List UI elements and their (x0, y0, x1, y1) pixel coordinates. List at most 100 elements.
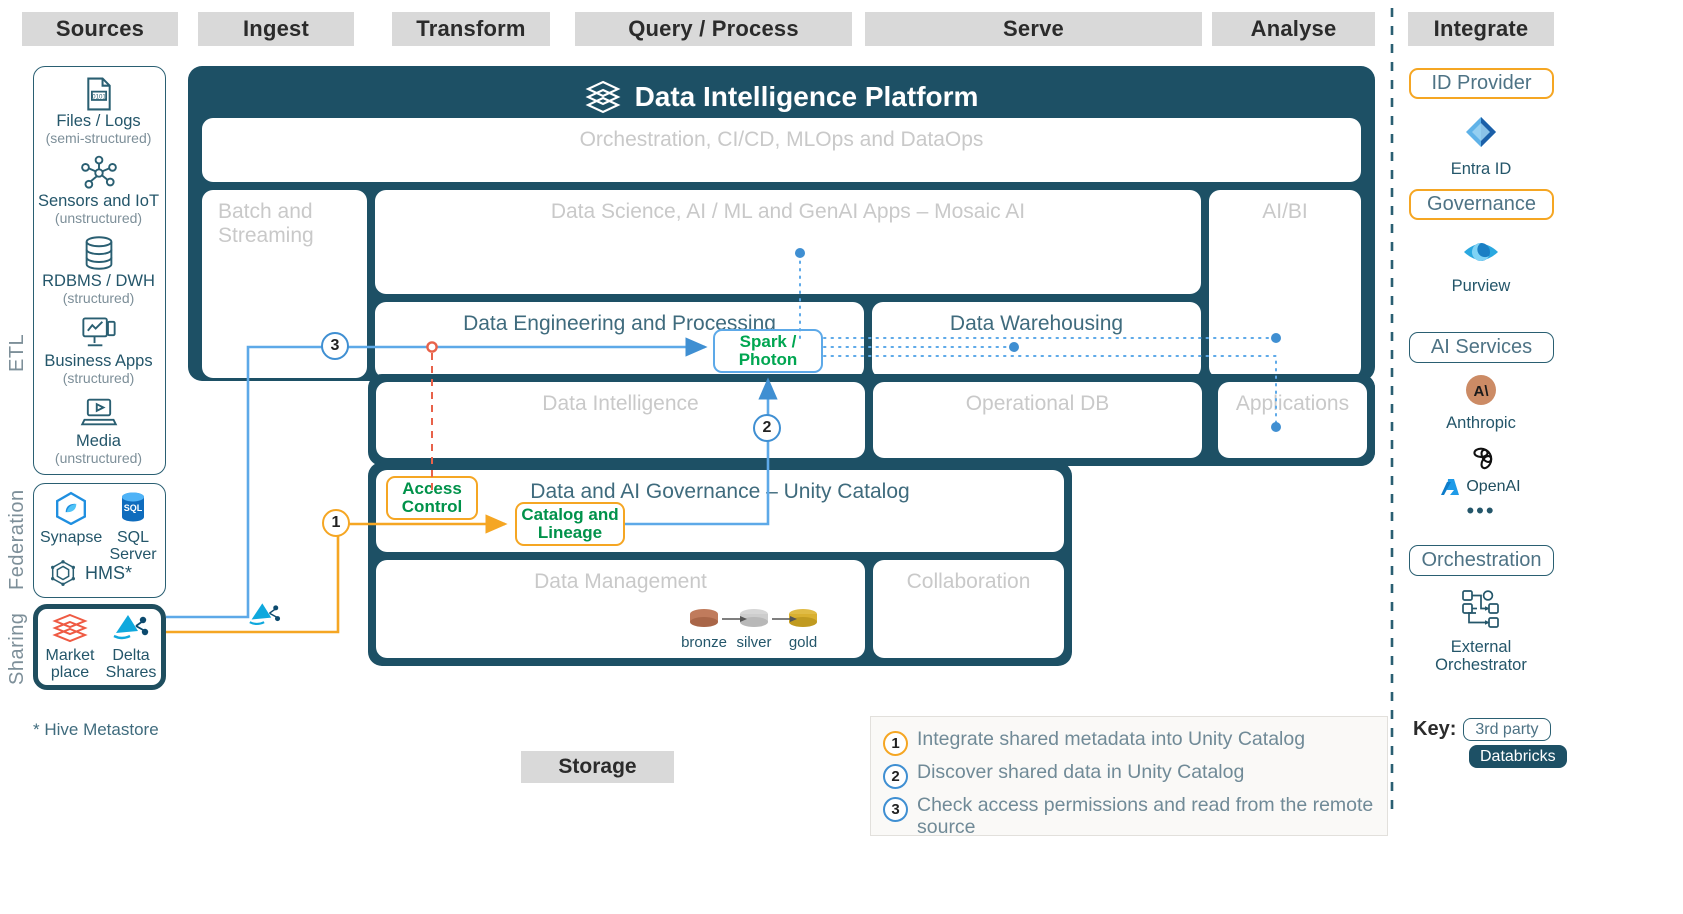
rail-label-federation: Federation (6, 489, 28, 591)
source-title: Files / Logs (56, 112, 141, 130)
source-item-sensors-and-iot[interactable]: Sensors and IoT(unstructured) (34, 155, 163, 226)
delta-sharing-connector-icon (249, 603, 281, 626)
external-orchestrator-icon (1462, 590, 1499, 628)
source-subtitle: (structured) (62, 290, 135, 307)
legend-text: Integrate shared metadata into Unity Cat… (917, 728, 1306, 750)
data-warehousing-box: Data Warehousing (872, 302, 1201, 378)
integrate-item-entra-id[interactable]: Entra ID (1396, 112, 1566, 178)
source-item-hms[interactable]: HMS* (48, 558, 158, 588)
column-header-sources: Sources (22, 12, 178, 46)
storage-label: Storage (521, 751, 674, 783)
integrate-item-label: Anthropic (1446, 414, 1516, 432)
source-item-delta-shares[interactable]: Delta Shares (100, 613, 162, 682)
data-intelligence-label: Data Intelligence (542, 392, 699, 415)
integrate-item-more[interactable]: ••• (1396, 498, 1566, 524)
integrate-pill-orchestration[interactable]: Orchestration (1409, 545, 1554, 576)
medallion-label: silver (736, 634, 772, 651)
source-label: SQL Server (109, 529, 157, 563)
data-intelligence-box: Data Intelligence (376, 382, 865, 458)
rail-label-etl: ETL (6, 333, 28, 373)
operational-db-label: Operational DB (965, 392, 1110, 415)
source-label: Delta Shares (105, 647, 157, 681)
medallion-label: gold (788, 634, 818, 651)
integrate-pill-governance[interactable]: Governance (1409, 189, 1554, 220)
source-subtitle: (structured) (62, 370, 135, 387)
source-item-business-apps[interactable]: Business Apps(structured) (34, 315, 163, 386)
source-title: RDBMS / DWH (42, 272, 155, 290)
spark-photon-chip[interactable]: Spark / Photon (713, 329, 823, 373)
data-warehousing-label: Data Warehousing (949, 312, 1124, 335)
orchestration-box: Orchestration, CI/CD, MLOps and DataOps (202, 118, 1361, 182)
database-icon (34, 235, 163, 273)
media-icon (34, 395, 163, 433)
source-item-rdbms-dwh[interactable]: RDBMS / DWH(structured) (34, 235, 163, 306)
catalog-lineage-chip[interactable]: Catalog and Lineage (515, 502, 625, 546)
delta-shares-icon (113, 615, 149, 640)
data-intelligence-platform: Data Intelligence Platform Orchestration… (188, 66, 1375, 381)
medallion-arrows (722, 616, 797, 622)
integrate-pill-ai-services[interactable]: AI Services (1409, 332, 1554, 363)
svg-text:A\: A\ (1474, 383, 1490, 400)
integrate-item-label: External Orchestrator (1435, 638, 1527, 675)
sql-server-icon: SQL (122, 492, 144, 522)
platform-title-text: Data Intelligence Platform (634, 81, 979, 112)
integrate-item-anthropic[interactable]: A\ Anthropic (1396, 374, 1566, 432)
file-logs-icon: 0101 (34, 75, 163, 113)
hms-icon (51, 560, 75, 586)
svg-text:0101: 0101 (92, 93, 106, 100)
step-badge-1: 1 (322, 509, 350, 537)
legend-item-1: 1 Integrate shared metadata into Unity Ca… (871, 728, 1387, 756)
sources-sharing-box: Market place Delta Shares (33, 604, 166, 690)
anthropic-icon: A\ (1466, 375, 1496, 405)
integrate-item-openai[interactable]: OpenAI (1396, 444, 1566, 497)
column-header-serve: Serve (865, 12, 1202, 46)
medallion-gold: gold (780, 608, 826, 651)
integrate-item-label: OpenAI (1466, 478, 1521, 495)
key-third-party: 3rd party (1463, 718, 1551, 741)
azure-icon (1441, 479, 1460, 495)
access-control-chip[interactable]: Access Control (386, 476, 478, 520)
integrate-item-external-orchestrator[interactable]: External Orchestrator (1396, 588, 1566, 675)
step-badge-2: 2 (753, 414, 781, 442)
applications-box: Applications (1218, 382, 1367, 458)
openai-icon (1473, 447, 1493, 470)
medallion-label: bronze (681, 634, 727, 651)
data-science-ai-ml-box: Data Science, AI / ML and GenAI Apps – M… (375, 190, 1201, 294)
databricks-logo-icon (585, 80, 621, 114)
collaboration-box: Collaboration (873, 560, 1064, 658)
source-title: Media (76, 432, 121, 450)
source-item-media[interactable]: Media(unstructured) (34, 395, 163, 466)
marketplace-icon (52, 613, 88, 643)
source-item-marketplace[interactable]: Market place (40, 613, 100, 682)
source-item-sql-server[interactable]: SQL SQL Server (102, 491, 164, 564)
medallion-silver: silver (730, 608, 778, 651)
column-header-ingest: Ingest (198, 12, 354, 46)
column-header-integrate: Integrate (1408, 12, 1554, 46)
source-title: Sensors and IoT (37, 192, 160, 210)
ai-bi-label: AI/BI (1262, 200, 1308, 223)
operational-db-box: Operational DB (873, 382, 1202, 458)
collaboration-label: Collaboration (906, 570, 1031, 593)
integrate-item-purview[interactable]: Purview (1396, 235, 1566, 295)
step-badge-3: 3 (321, 332, 349, 360)
source-subtitle: (unstructured) (54, 210, 143, 227)
legend-text: Discover shared data in Unity Catalog (917, 761, 1245, 783)
batch-and-streaming-label: Batch and Streaming (218, 200, 314, 247)
orchestration-label: Orchestration, CI/CD, MLOps and DataOps (579, 128, 984, 151)
integrate-divider (1390, 8, 1394, 816)
data-engineering-label: Data Engineering and Processing (463, 312, 776, 335)
footnote: * Hive Metastore (33, 720, 159, 739)
legend-number: 1 (883, 731, 908, 756)
integrate-pill-id-provider[interactable]: ID Provider (1409, 68, 1554, 99)
source-item-synapse[interactable]: Synapse (40, 491, 102, 547)
silver-cylinder-icon (740, 609, 768, 627)
column-header-analyse: Analyse (1212, 12, 1375, 46)
column-header-query-process: Query / Process (575, 12, 852, 46)
svg-text:SQL: SQL (124, 503, 143, 513)
platform-title: Data Intelligence Platform (188, 80, 1375, 114)
source-subtitle: (semi-structured) (45, 130, 152, 147)
legend-text: Check access permissions and read from t… (917, 794, 1374, 838)
